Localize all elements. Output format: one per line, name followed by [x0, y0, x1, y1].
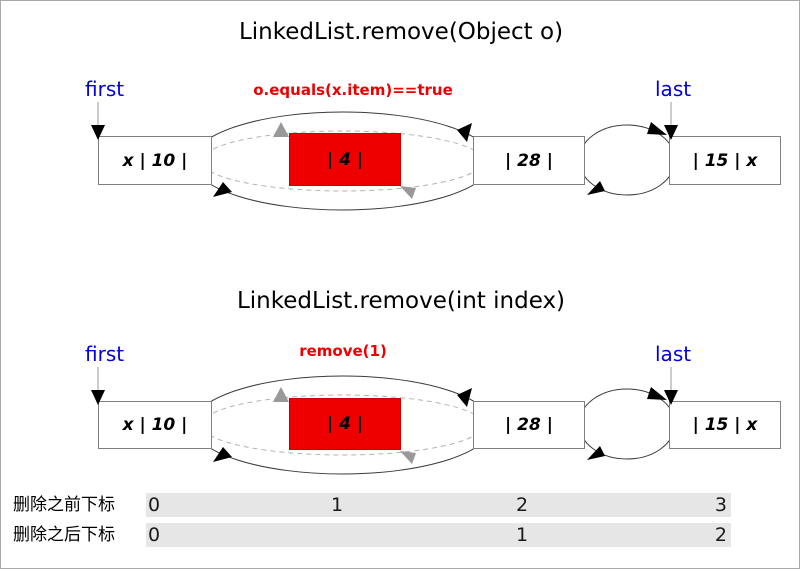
equals-condition-annotation: o.equals(x.item)==true	[253, 81, 453, 99]
first-label-2: first	[85, 342, 125, 366]
old-prev-arrowhead-icon	[400, 186, 416, 199]
last-arrowhead-icon	[664, 125, 678, 140]
new-prev-arrowhead-icon-2	[213, 447, 232, 462]
old-link-dashed-curve	[201, 130, 484, 192]
old-next-arrowhead-icon-2	[273, 387, 289, 402]
tail-next-arrowhead-icon-2	[647, 387, 667, 400]
index-after-2: 2	[714, 524, 727, 546]
tail-link-curve	[578, 124, 676, 196]
new-link-bypass-curve-2	[192, 375, 493, 475]
last-label-2: last	[655, 342, 692, 366]
last-label: last	[655, 77, 692, 101]
node-removed-2: | 4 |	[289, 398, 401, 450]
new-next-arrowhead-icon	[457, 123, 472, 142]
old-link-dashed-curve-2	[201, 394, 484, 456]
tail-link-curve-2	[578, 388, 676, 460]
index-after-label: 删除之后下标	[13, 525, 115, 545]
node-tail-2: | 15 | x	[669, 401, 781, 449]
first-arrowhead-icon-2	[91, 390, 105, 405]
index-strip-before	[146, 493, 731, 517]
node-head: x | 10 |	[98, 136, 212, 185]
node-head-2: x | 10 |	[98, 401, 212, 449]
tail-prev-arrowhead-icon	[587, 181, 605, 195]
tail-prev-arrowhead-icon-2	[587, 446, 605, 460]
index-before-2: 2	[516, 494, 529, 516]
new-link-bypass-curve	[192, 111, 493, 211]
first-label: first	[85, 77, 125, 101]
index-strip-after	[146, 523, 731, 547]
index-before-0: 0	[148, 494, 161, 516]
index-after-1: 1	[516, 524, 529, 546]
diagram-title-remove-object: LinkedList.remove(Object o)	[238, 19, 564, 45]
node-tail: | 15 | x	[669, 136, 781, 185]
node-third: | 28 |	[473, 136, 585, 185]
index-after-0: 0	[148, 524, 161, 546]
old-prev-arrowhead-icon-2	[400, 451, 416, 464]
node-third-2: | 28 |	[473, 401, 585, 449]
last-arrowhead-icon-2	[664, 390, 678, 405]
diagram-title-remove-index: LinkedList.remove(int index)	[236, 288, 566, 314]
old-next-arrowhead-icon	[273, 122, 289, 137]
remove-call-annotation: remove(1)	[299, 342, 387, 360]
tail-next-arrowhead-icon	[647, 122, 667, 135]
first-arrowhead-icon	[91, 125, 105, 140]
node-removed: | 4 |	[289, 133, 401, 186]
new-prev-arrowhead-icon	[213, 182, 232, 197]
index-before-1: 1	[331, 494, 344, 516]
new-next-arrowhead-icon-2	[457, 388, 472, 407]
index-before-label: 删除之前下标	[13, 495, 115, 515]
index-before-3: 3	[714, 494, 727, 516]
